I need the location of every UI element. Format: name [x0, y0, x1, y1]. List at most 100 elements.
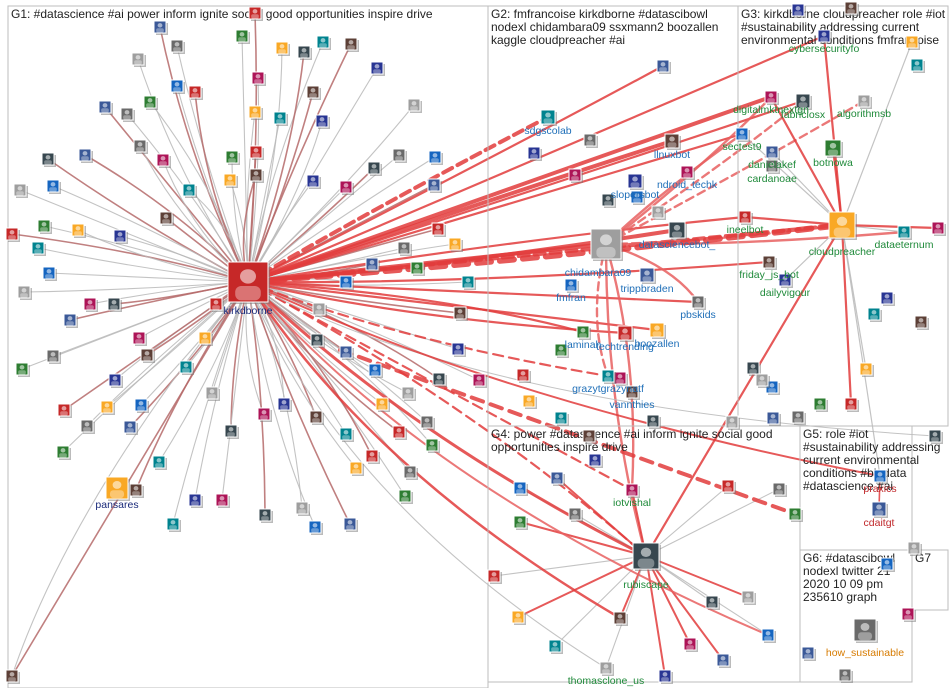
avatar-node[interactable]	[721, 479, 736, 494]
avatar-node[interactable]	[755, 373, 770, 388]
avatar-node[interactable]	[57, 403, 72, 418]
avatar-node[interactable]	[582, 429, 597, 444]
avatar-node[interactable]	[120, 107, 135, 122]
avatar-node[interactable]	[461, 275, 476, 290]
avatar-node[interactable]	[339, 275, 354, 290]
avatar-node[interactable]	[427, 178, 442, 193]
node-digitalmktnextgn[interactable]	[764, 90, 779, 105]
avatar-node[interactable]	[527, 146, 542, 161]
avatar-node[interactable]	[215, 493, 230, 508]
avatar-node[interactable]	[588, 453, 603, 468]
avatar-node[interactable]	[100, 400, 115, 415]
avatar-node[interactable]	[513, 481, 528, 496]
avatar-node[interactable]	[316, 35, 331, 50]
avatar-node[interactable]	[370, 61, 385, 76]
node-botnowa[interactable]	[824, 139, 843, 158]
avatar-node[interactable]	[156, 153, 171, 168]
avatar-node[interactable]	[392, 425, 407, 440]
avatar-node[interactable]	[813, 397, 828, 412]
node-fmfran[interactable]	[564, 278, 579, 293]
avatar-node[interactable]	[431, 222, 446, 237]
avatar-node[interactable]	[56, 445, 71, 460]
avatar-node[interactable]	[223, 173, 238, 188]
avatar-node[interactable]	[365, 257, 380, 272]
avatar-node[interactable]	[550, 471, 565, 486]
node-ineelbot[interactable]	[738, 210, 753, 225]
avatar-node[interactable]	[309, 410, 324, 425]
avatar-node[interactable]	[844, 397, 859, 412]
node-llnuxbot[interactable]	[664, 133, 681, 150]
avatar-node[interactable]	[46, 179, 61, 194]
avatar-node[interactable]	[113, 229, 128, 244]
avatar-node[interactable]	[656, 59, 671, 74]
avatar-node[interactable]	[420, 415, 435, 430]
node-trippbraden[interactable]	[639, 267, 656, 284]
avatar-node[interactable]	[308, 520, 323, 535]
node-iotvishal[interactable]	[625, 483, 640, 498]
avatar-node[interactable]	[583, 133, 598, 148]
node-rubiscape[interactable]	[632, 542, 661, 571]
node-boozallen[interactable]	[649, 322, 666, 339]
avatar-node[interactable]	[766, 411, 781, 426]
avatar-node[interactable]	[98, 100, 113, 115]
avatar-node[interactable]	[5, 227, 20, 242]
node-cardanoae[interactable]	[765, 159, 780, 174]
node-ndroid_techk[interactable]	[680, 165, 695, 180]
avatar-node[interactable]	[630, 190, 645, 205]
avatar-node[interactable]	[339, 345, 354, 360]
avatar-node[interactable]	[306, 85, 321, 100]
node-danielakef[interactable]	[765, 145, 780, 160]
avatar-node[interactable]	[297, 45, 312, 60]
avatar-node[interactable]	[15, 362, 30, 377]
avatar-node[interactable]	[188, 493, 203, 508]
avatar-node[interactable]	[407, 98, 422, 113]
node-kirkdborne[interactable]	[227, 261, 270, 304]
avatar-node[interactable]	[646, 414, 661, 429]
node-friday_js_bot[interactable]	[762, 255, 777, 270]
avatar-node[interactable]	[901, 607, 916, 622]
avatar-node[interactable]	[725, 415, 740, 430]
avatar-node[interactable]	[13, 183, 28, 198]
avatar-node[interactable]	[448, 237, 463, 252]
avatar-node[interactable]	[249, 145, 264, 160]
node-pansares[interactable]	[105, 476, 130, 501]
avatar-node[interactable]	[295, 501, 310, 516]
avatar-node[interactable]	[37, 219, 52, 234]
avatar-node[interactable]	[349, 461, 364, 476]
avatar-node[interactable]	[159, 211, 174, 226]
node-techtrending[interactable]	[617, 325, 634, 342]
avatar-node[interactable]	[522, 394, 537, 409]
avatar-node[interactable]	[152, 455, 167, 470]
avatar-node[interactable]	[791, 3, 806, 18]
node-cloudpreacher[interactable]	[828, 211, 857, 240]
avatar-node[interactable]	[42, 266, 57, 281]
avatar-node[interactable]	[312, 302, 327, 317]
avatar-node[interactable]	[257, 407, 272, 422]
avatar-node[interactable]	[705, 595, 720, 610]
avatar-node[interactable]	[392, 148, 407, 163]
node-pbskids[interactable]	[691, 295, 706, 310]
node-slopersbot[interactable]	[627, 173, 644, 190]
node-grazytgrazynatf[interactable]	[601, 369, 616, 384]
avatar-node[interactable]	[907, 541, 922, 556]
avatar-node[interactable]	[397, 241, 412, 256]
avatar-node[interactable]	[844, 1, 859, 16]
avatar-node[interactable]	[791, 410, 806, 425]
avatar-node[interactable]	[224, 424, 239, 439]
avatar-node[interactable]	[339, 180, 354, 195]
avatar-node[interactable]	[928, 429, 943, 444]
avatar-node[interactable]	[601, 193, 616, 208]
avatar-node[interactable]	[339, 427, 354, 442]
avatar-node[interactable]	[179, 360, 194, 375]
avatar-node[interactable]	[568, 168, 583, 183]
avatar-node[interactable]	[235, 29, 250, 44]
node-sdgscolab[interactable]	[540, 109, 557, 126]
avatar-node[interactable]	[108, 373, 123, 388]
avatar-node[interactable]	[83, 297, 98, 312]
avatar-node[interactable]	[838, 668, 853, 683]
avatar-node[interactable]	[275, 41, 290, 56]
avatar-node[interactable]	[613, 611, 628, 626]
avatar-node[interactable]	[46, 349, 61, 364]
node-laminah[interactable]	[576, 325, 591, 340]
node-sectest9[interactable]	[735, 127, 750, 142]
